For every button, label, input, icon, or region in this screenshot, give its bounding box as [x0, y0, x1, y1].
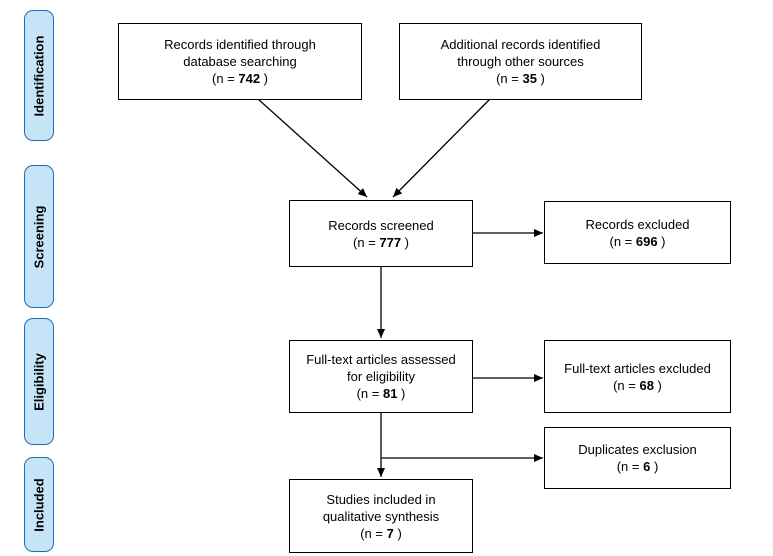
box-other-records: Additional records identified through ot…: [399, 23, 642, 100]
excluded-count: (n = 696 ): [609, 233, 666, 249]
box-database-records: Records identified through database sear…: [118, 23, 362, 100]
database-count: (n = 742 ): [211, 71, 269, 86]
box-duplicates-exclusion: Duplicates exclusion (n = 6 ): [544, 427, 731, 489]
box-records-screened: Records screened (n = 777 ): [289, 200, 473, 267]
database-line2: database searching: [183, 54, 297, 69]
included-line2: qualitative synthesis: [322, 508, 440, 524]
arrow-database-to-screened: [257, 98, 368, 198]
excluded-line1: Records excluded: [585, 216, 690, 232]
phase-eligibility: Eligibility: [24, 318, 54, 445]
screened-line1: Records screened: [328, 217, 434, 233]
included-line1: Studies included in: [326, 491, 436, 507]
other-count: (n = 35 ): [496, 71, 545, 86]
box-fulltext-assessed: Full-text articles assessed for eligibil…: [289, 340, 473, 413]
fulltext-line1: Full-text articles assessed: [306, 352, 456, 367]
included-count: (n = 7 ): [360, 525, 402, 541]
screened-count: (n = 777 ): [352, 234, 410, 250]
box-records-excluded: Records excluded (n = 696 ): [544, 201, 731, 264]
duplicates-line1: Duplicates exclusion: [578, 442, 697, 457]
phase-identification: Identification: [24, 10, 54, 141]
fulltext-excluded-count: (n = 68 ): [613, 377, 662, 393]
box-fulltext-excluded: Full-text articles excluded (n = 68 ): [544, 340, 731, 413]
fulltext-excluded-line1: Full-text articles excluded: [564, 360, 711, 376]
fulltext-count: (n = 81 ): [356, 386, 406, 401]
database-line1: Records identified through: [164, 37, 316, 52]
box-studies-included: Studies included in qualitative synthesi…: [289, 479, 473, 553]
phase-screening: Screening: [24, 165, 54, 308]
phase-included: Included: [24, 457, 54, 552]
other-line1: Additional records identified: [440, 37, 601, 52]
other-line2: through other sources: [457, 54, 584, 69]
arrow-other-to-screened: [392, 98, 491, 198]
duplicates-count: (n = 6 ): [616, 459, 659, 474]
fulltext-line2: for eligibility: [347, 369, 415, 384]
